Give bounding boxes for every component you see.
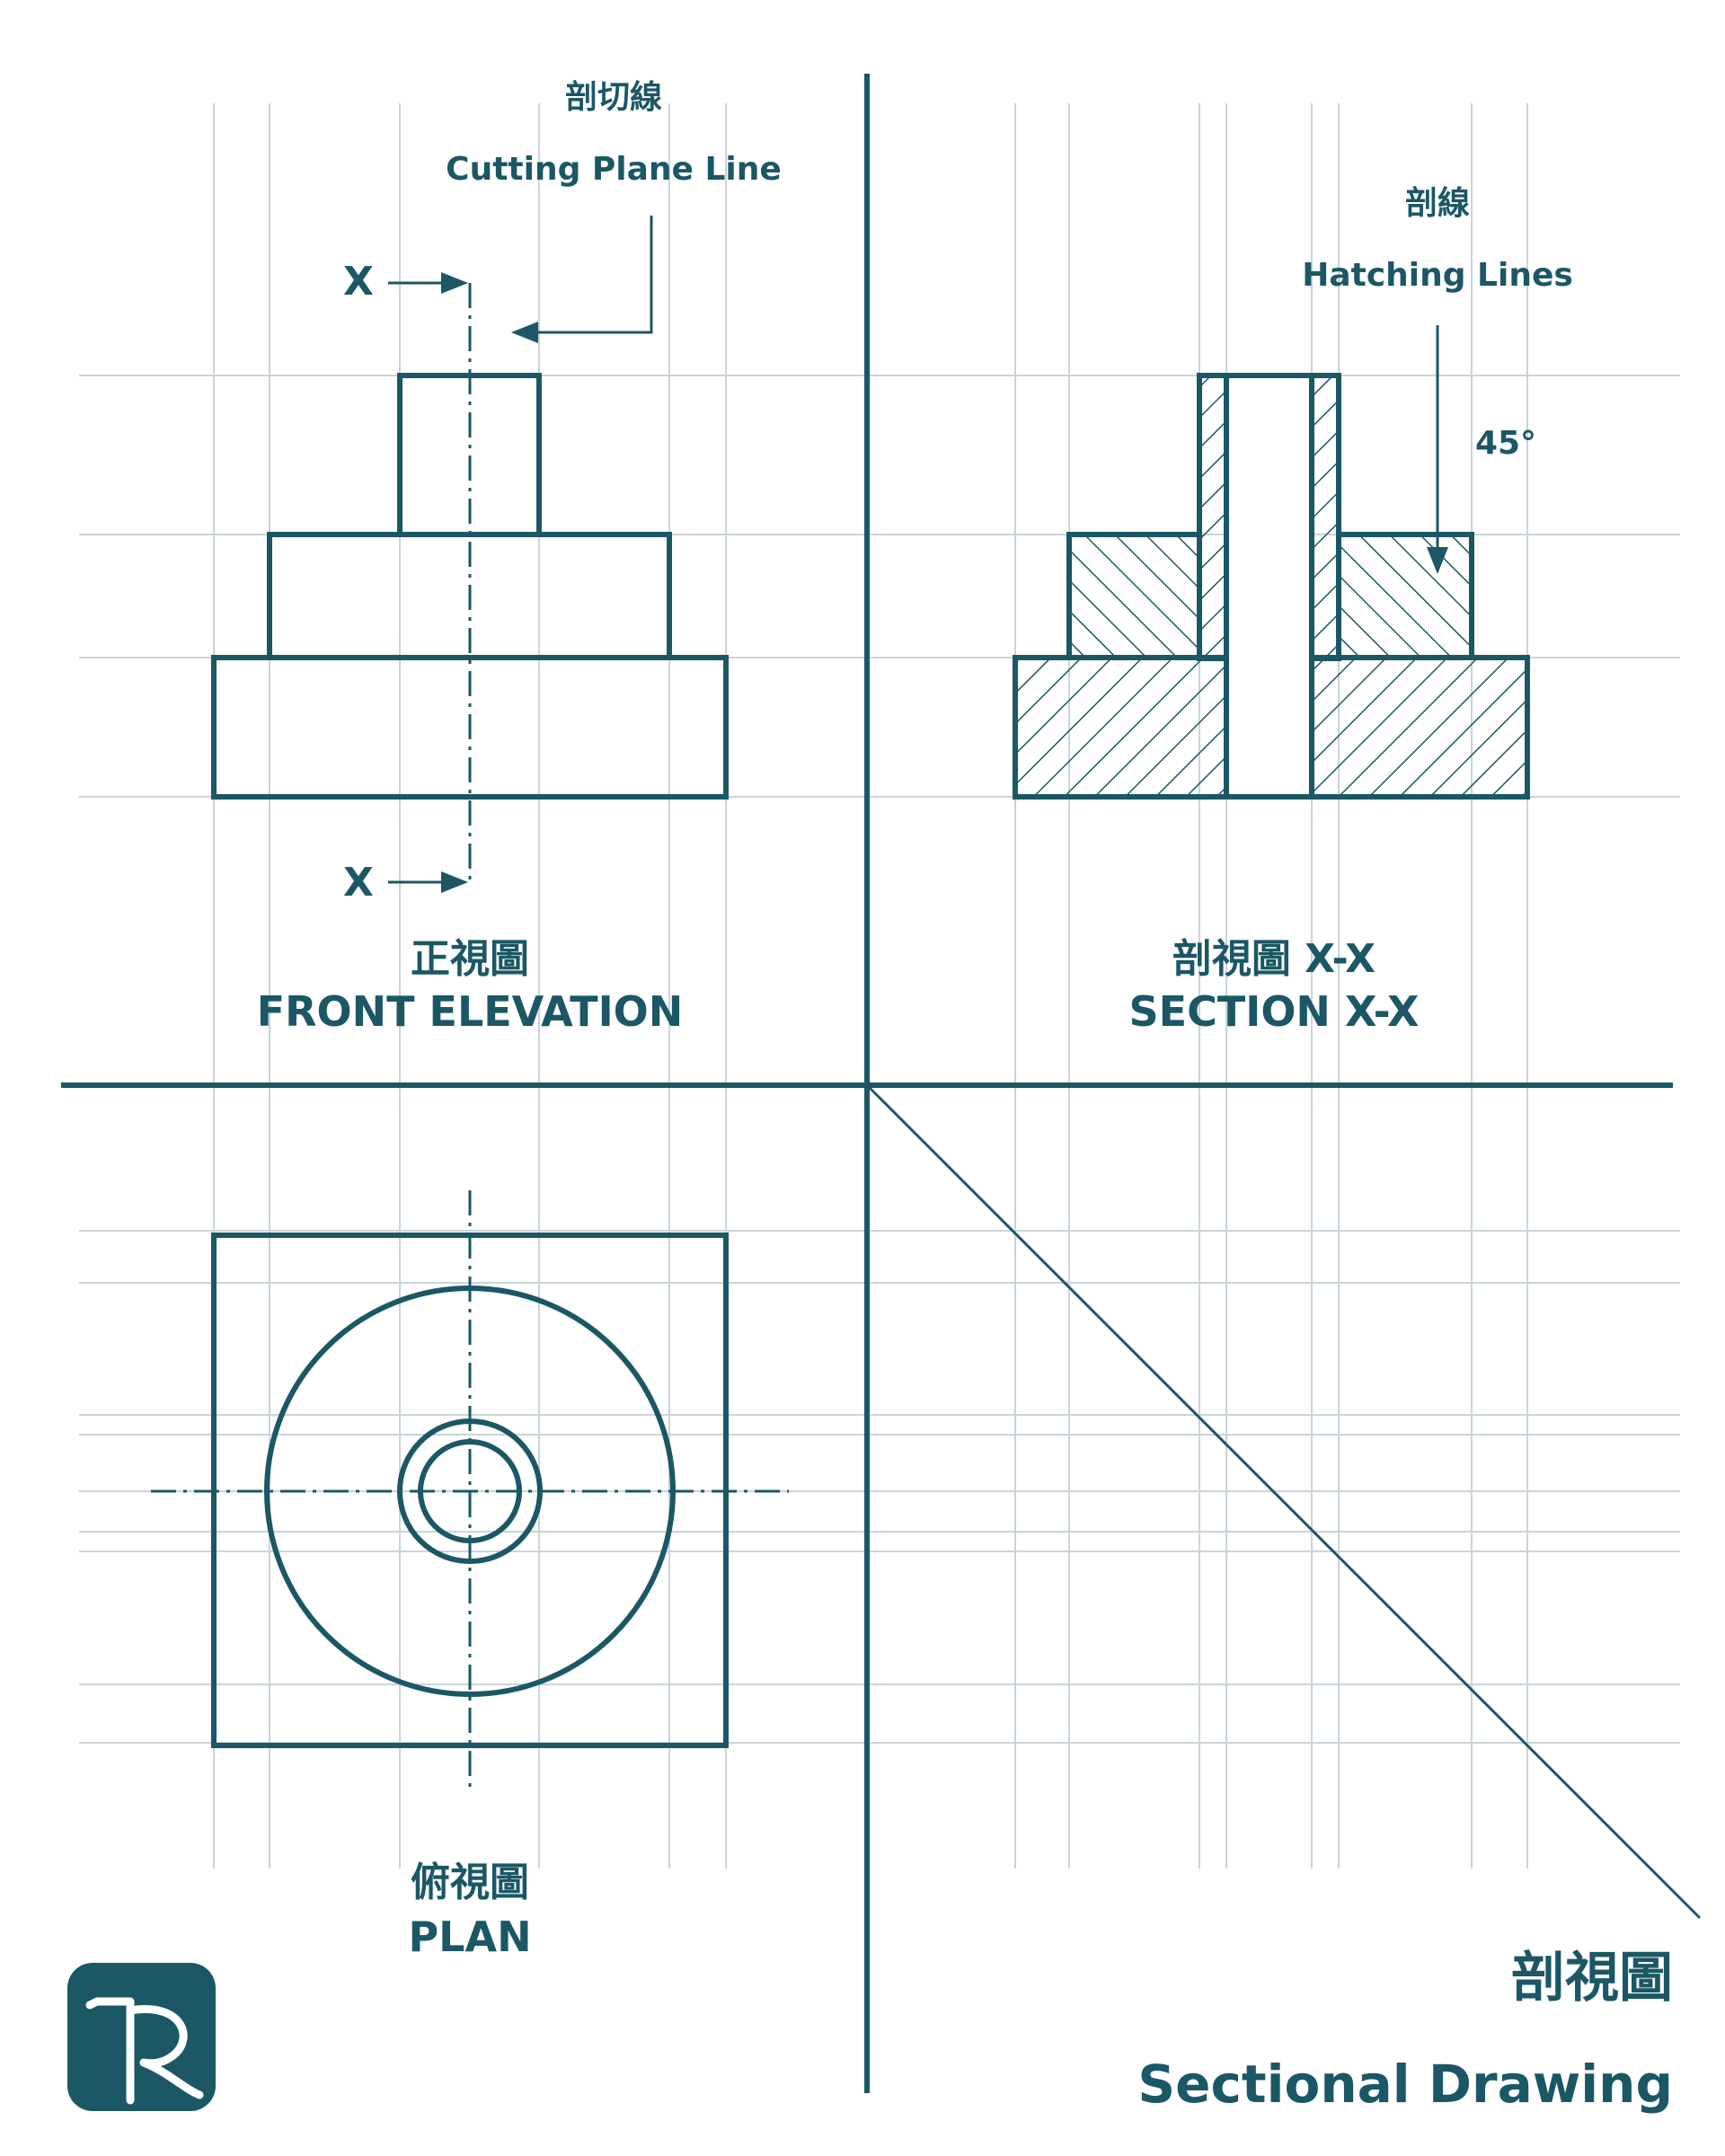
mitre-line xyxy=(865,1083,1702,1920)
hatching-label-zh: 剖線 xyxy=(1405,185,1470,222)
front-elevation-view: X X 剖切線 Cutting Plane Line 正視圖 FRONT ELE… xyxy=(211,79,782,1036)
section-base-right xyxy=(1309,655,1530,800)
front-base-block xyxy=(211,655,729,800)
construction-grid xyxy=(79,103,1680,1869)
section-marker-top: X xyxy=(343,259,374,305)
section-base-left xyxy=(1013,655,1229,800)
section-collar-right xyxy=(1309,373,1341,661)
cutting-plane-label-en: Cutting Plane Line xyxy=(446,151,782,188)
hatch-angle-label: 45° xyxy=(1475,425,1536,462)
sheet-title-en: Sectional Drawing xyxy=(1137,2054,1673,2115)
sheet-title-zh: 剖視圖 xyxy=(1511,1947,1673,2010)
section-title-zh: 剖視圖 X-X xyxy=(1172,936,1376,982)
cutting-plane-leader xyxy=(511,216,653,343)
plan-title-zh: 俯視圖 xyxy=(411,1860,529,1905)
section-middle-left xyxy=(1066,532,1202,660)
front-title-en: FRONT ELEVATION xyxy=(257,987,684,1036)
section-bore xyxy=(1224,373,1314,800)
hatching-label-en: Hatching Lines xyxy=(1302,257,1573,294)
section-title-en: SECTION X-X xyxy=(1129,987,1420,1036)
front-title-zh: 正視圖 xyxy=(411,936,529,982)
plan-title-en: PLAN xyxy=(408,1913,531,1961)
section-view: 剖線 Hatching Lines 45° 剖視圖 X-X SECTION X-… xyxy=(1013,185,1573,1036)
section-marker-bottom: X xyxy=(343,860,374,906)
cutting-plane-label-zh: 剖切線 xyxy=(565,79,662,116)
section-collar-left xyxy=(1197,373,1229,661)
r-monogram-logo-icon xyxy=(67,1963,216,2111)
section-middle-right xyxy=(1336,532,1474,660)
plan-view: 俯視圖 PLAN xyxy=(151,1190,789,1961)
